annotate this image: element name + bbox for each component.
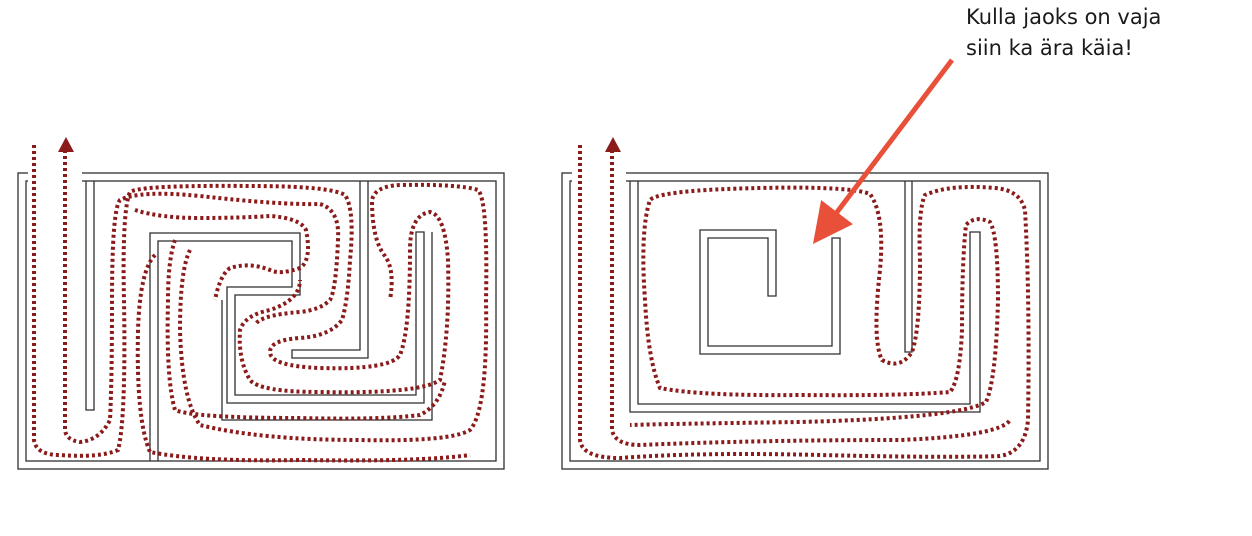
annotation-line-2: siin ka ära käia!: [966, 36, 1133, 60]
annotation-text: Kulla jaoks on vaja siin ka ära käia!: [966, 2, 1161, 64]
left-maze-path: [32, 145, 489, 463]
right-maze-exit-arrow: [605, 137, 621, 152]
left-maze-exit-arrow: [58, 137, 74, 152]
left-maze: [17, 137, 505, 470]
right-maze-walls: [561, 171, 1049, 470]
right-maze-path: [578, 145, 1031, 461]
annotation-line-1: Kulla jaoks on vaja: [966, 5, 1162, 29]
right-maze: [561, 137, 1049, 470]
annotation-arrow: [812, 58, 954, 244]
